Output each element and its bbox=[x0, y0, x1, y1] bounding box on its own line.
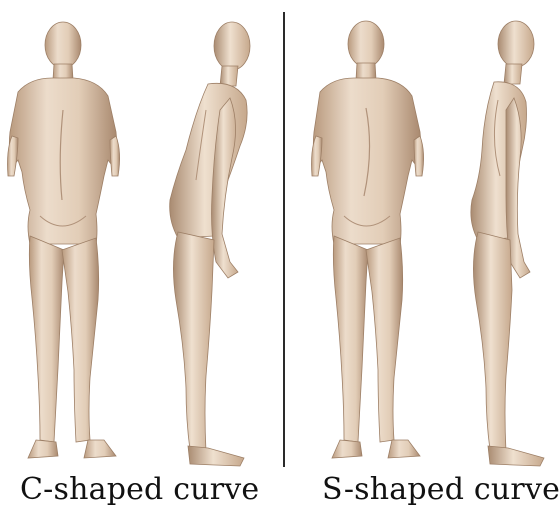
side-view-figure bbox=[170, 22, 250, 466]
panel-divider bbox=[283, 12, 285, 467]
s-shaped-figures bbox=[288, 0, 560, 470]
side-view-figure bbox=[471, 21, 544, 466]
s-shaped-caption: S-shaped curve bbox=[322, 470, 560, 510]
s-shaped-panel: S-shaped curve bbox=[288, 0, 560, 517]
back-view-figure bbox=[8, 22, 120, 458]
c-shaped-panel: C-shaped curve bbox=[0, 0, 280, 517]
back-view-figure bbox=[312, 21, 424, 458]
c-shaped-caption: C-shaped curve bbox=[20, 470, 259, 510]
c-shaped-figures bbox=[0, 0, 280, 470]
